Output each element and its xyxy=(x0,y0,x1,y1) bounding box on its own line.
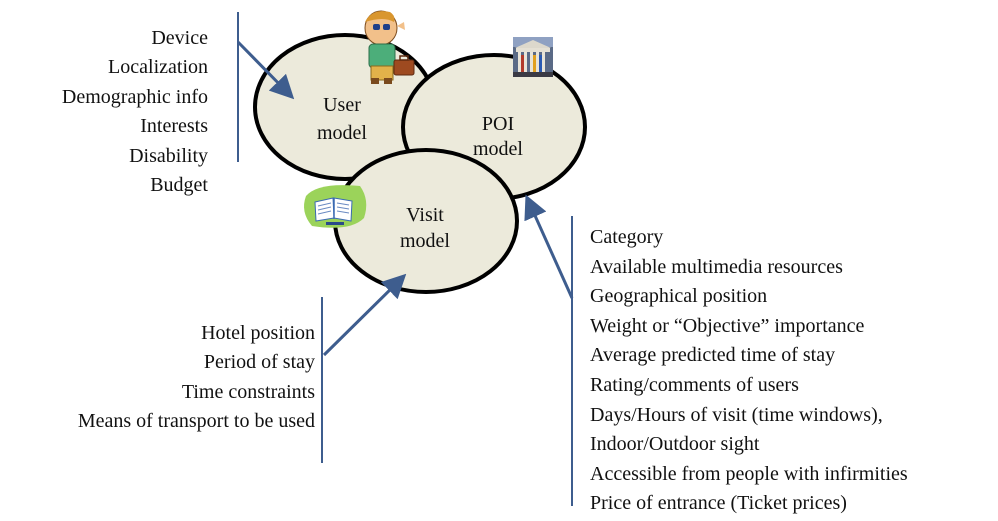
poi-model-label-line1: POI xyxy=(482,113,514,135)
poi-attribute-accessibility: Accessible from people with infirmities xyxy=(590,462,908,485)
poi-attribute-rating: Rating/comments of users xyxy=(590,373,799,396)
visit-attribute-means-of-transport: Means of transport to be used xyxy=(77,410,315,433)
user-attribute-demographic-info: Demographic info xyxy=(61,85,208,108)
poi-connector-arrow xyxy=(524,194,574,299)
poi-attribute-time-of-stay: Average predicted time of stay xyxy=(590,344,836,367)
user-attribute-interests: Interests xyxy=(140,115,208,138)
museum-building-icon xyxy=(513,37,553,77)
visit-attribute-hotel-position: Hotel position xyxy=(201,322,315,344)
poi-attribute-price: Price of entrance (Ticket prices) xyxy=(590,492,847,515)
user-connector-arrow xyxy=(236,40,295,100)
user-attribute-budget: Budget xyxy=(150,174,208,197)
poi-attribute-geo-position: Geographical position xyxy=(590,285,768,308)
poi-attribute-category: Category xyxy=(590,226,664,248)
visit-attribute-time-constraints: Time constraints xyxy=(181,380,315,403)
visit-model-attribute-list: Hotel position Period of stay Time const… xyxy=(78,319,315,437)
open-book-icon xyxy=(304,185,367,228)
poi-attribute-visit-hours: Days/Hours of visit (time windows), xyxy=(590,403,883,426)
tourist-with-suitcase-icon xyxy=(364,10,415,84)
visit-model-label-line2: model xyxy=(400,230,450,252)
visit-attribute-period-of-stay: Period of stay xyxy=(203,351,315,374)
poi-model-attribute-list: Category Available multimedia resources … xyxy=(590,223,908,519)
user-attribute-localization: Localization xyxy=(108,56,208,79)
user-model-label-line2: model xyxy=(317,122,367,144)
user-model-label-line1: User xyxy=(323,94,361,116)
visit-connector-arrow xyxy=(322,273,407,357)
poi-attribute-indoor-outdoor: Indoor/Outdoor sight xyxy=(590,433,760,456)
user-model-attribute-list: Device Localization Demographic info Int… xyxy=(62,24,208,200)
user-attribute-disability: Disability xyxy=(129,144,208,167)
poi-attribute-importance: Weight or “Objective” importance xyxy=(590,314,865,337)
poi-attribute-multimedia: Available multimedia resources xyxy=(590,255,843,278)
visit-model-label-line1: Visit xyxy=(406,204,444,226)
poi-model-label-line2: model xyxy=(473,138,523,160)
user-attribute-device: Device xyxy=(151,27,208,49)
